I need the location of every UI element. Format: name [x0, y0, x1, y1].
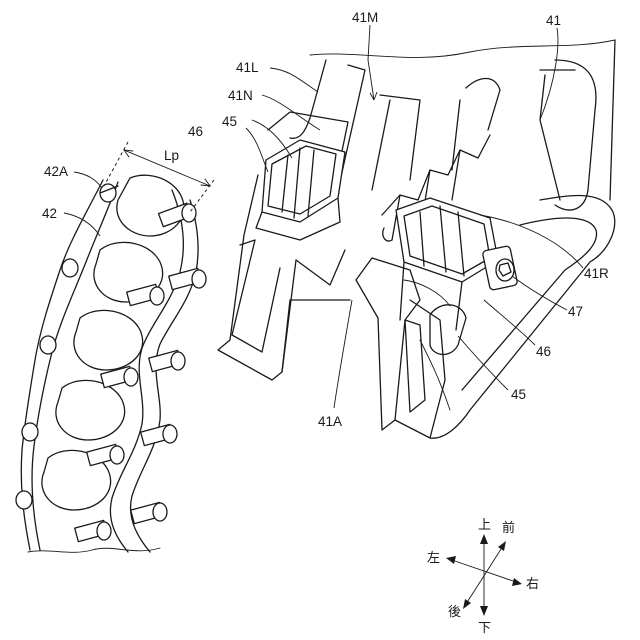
direction-back: 後 [448, 605, 461, 620]
arrow-front-icon [498, 541, 506, 551]
frame-41-inner [540, 70, 575, 200]
chain-back-edge [21, 180, 103, 550]
frame-assembly [218, 40, 615, 438]
lower-lug [430, 305, 466, 355]
leader-41M [368, 25, 374, 100]
label-45-bottom: 45 [511, 387, 526, 402]
link-plate-1 [117, 175, 184, 236]
arrow-down-icon [480, 606, 488, 616]
pin [127, 284, 164, 305]
leader-41L [270, 68, 318, 92]
arrow-left-icon [446, 556, 456, 564]
leader-41 [540, 28, 558, 120]
small-pin [383, 228, 392, 241]
arrow-up-icon [480, 534, 488, 544]
right-bracket-slot [405, 320, 425, 412]
frame-break-line [310, 40, 615, 57]
left-bracket-slot [232, 240, 280, 352]
pin [87, 444, 124, 465]
pin [100, 184, 118, 202]
axis-front-back [466, 546, 503, 604]
pin [149, 350, 185, 371]
chain-break-line [28, 548, 160, 552]
label-42A: 42A [44, 164, 68, 179]
pin [75, 520, 111, 541]
frame-41-edge [610, 40, 615, 200]
direction-right: 右 [526, 577, 539, 592]
leader-42 [64, 213, 100, 236]
slot-edge [404, 280, 450, 306]
direction-indicator: 上 下 左 右 前 後 [427, 518, 539, 636]
frame-41M-window-2 [372, 100, 390, 190]
label-41L: 41L [236, 60, 259, 75]
pin [22, 423, 38, 441]
pin [141, 424, 177, 445]
label-41M: 41M [352, 10, 378, 25]
frame-41-rib [555, 60, 596, 210]
reference-labels: 41 41M 41L 41N 46 45 42A 42 Lp 41R 47 46… [42, 10, 609, 429]
label-Lp: Lp [164, 148, 179, 163]
leader-46-top [246, 128, 268, 172]
direction-down: 下 [478, 621, 491, 636]
left-bracket-foot [282, 300, 350, 372]
leader-41A [334, 300, 352, 408]
direction-front: 前 [502, 520, 515, 536]
right-bracket-left-arm [356, 258, 420, 430]
leader-45-bottom [458, 336, 508, 390]
pitch-ext-left [104, 142, 128, 186]
label-47: 47 [568, 304, 583, 319]
leader-42A [74, 172, 102, 188]
chain-pins [16, 184, 206, 542]
label-46-bottom: 46 [536, 344, 551, 359]
link-plate-3 [74, 310, 143, 370]
upper-link [466, 78, 500, 130]
pin [131, 502, 167, 523]
link-plate-4 [56, 380, 125, 440]
roller-chain [16, 142, 214, 552]
chain-front-edge [131, 200, 198, 552]
label-45-top: 45 [222, 114, 237, 129]
label-46-top: 46 [188, 124, 203, 139]
label-42: 42 [42, 206, 57, 221]
pin [40, 336, 56, 354]
leader-47 [512, 276, 567, 310]
pin [16, 491, 32, 509]
label-41R: 41R [584, 266, 609, 281]
label-41N: 41N [228, 88, 253, 103]
arrow-back-icon [463, 599, 471, 609]
label-41A: 41A [318, 414, 342, 429]
direction-up: 上 [478, 518, 491, 533]
right-bracket-body [395, 300, 445, 438]
pin [169, 268, 206, 289]
frame-41M-window [380, 95, 420, 180]
label-41: 41 [546, 13, 561, 28]
frame-41L-edge [290, 60, 326, 138]
leader-46-bottom [484, 300, 535, 345]
direction-left: 左 [427, 551, 440, 566]
arrow-right-icon [512, 578, 522, 586]
pin [62, 259, 78, 277]
pin [159, 203, 196, 226]
